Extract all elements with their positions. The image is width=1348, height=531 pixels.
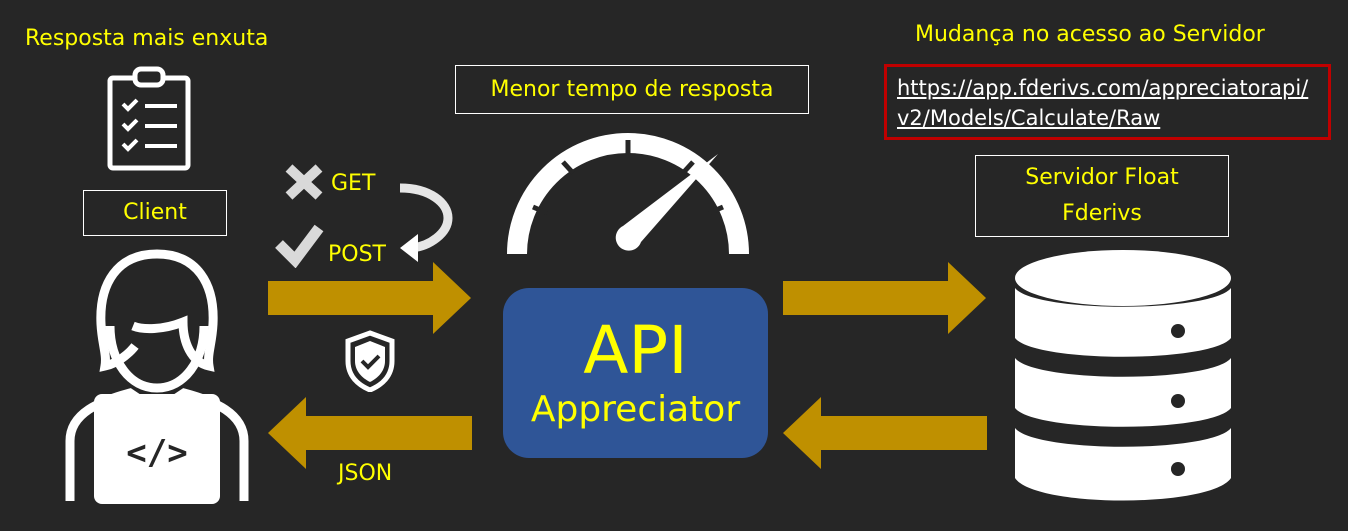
developer-person-icon: </> — [65, 249, 249, 504]
server-label: Servidor Float Fderivs — [975, 155, 1229, 237]
svg-text:</>: </> — [126, 433, 187, 473]
response-arrow-server-to-api — [783, 397, 987, 469]
left-title: Resposta mais enxuta — [25, 26, 269, 51]
database-server-icon — [1015, 250, 1231, 501]
client-label: Client — [83, 190, 227, 236]
shield-check-icon — [345, 330, 395, 392]
request-arrow-client-to-api — [268, 262, 471, 334]
clipboard-icon — [107, 66, 191, 171]
api-appreciator-box: API Appreciator — [503, 288, 768, 458]
right-title: Mudança no acesso ao Servidor — [915, 22, 1265, 47]
request-arrow-api-to-server — [783, 262, 986, 334]
speedometer-icon — [507, 133, 749, 255]
server-url-link[interactable]: https://app.fderivs.com/appreciatorapi/v… — [884, 64, 1331, 140]
post-label: POST — [328, 242, 386, 267]
speed-label: Menor tempo de resposta — [455, 65, 809, 114]
json-label: JSON — [338, 461, 393, 486]
api-title: API — [583, 312, 688, 389]
check-icon — [275, 224, 324, 268]
get-label: GET — [331, 171, 376, 196]
x-icon — [285, 164, 323, 200]
api-subtitle: Appreciator — [530, 389, 741, 430]
response-arrow-api-to-client — [268, 397, 472, 469]
curved-arrow-icon — [399, 183, 453, 262]
